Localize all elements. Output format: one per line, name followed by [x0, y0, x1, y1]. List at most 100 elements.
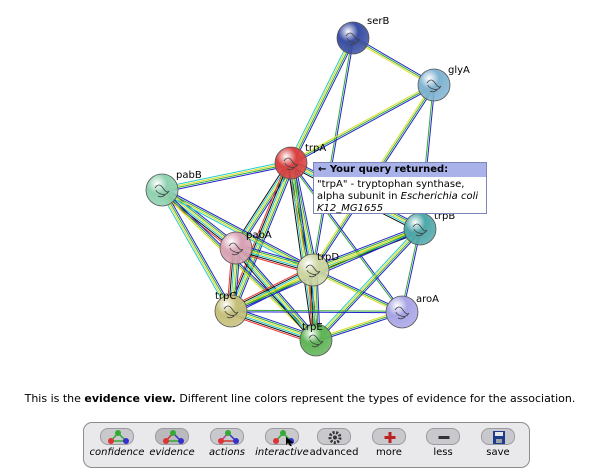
edge-pabA-trpE	[234, 248, 316, 342]
edge-trpD-trpB	[313, 230, 421, 272]
node-label-trpD: trpD	[317, 252, 339, 263]
edge-pabB-trpD	[162, 188, 314, 270]
node-label-glyA: glyA	[448, 65, 470, 76]
edge-trpA-trpC	[232, 163, 294, 313]
minus-icon	[426, 428, 460, 445]
node-sphere[interactable]	[219, 231, 253, 265]
node-label-trpB: trpB	[434, 211, 455, 222]
node-glyA[interactable]: glyA	[417, 65, 470, 102]
node-label-aroA: aroA	[416, 294, 439, 305]
gear-icon	[317, 428, 351, 445]
edge-trpD-aroA	[313, 268, 403, 312]
edge-aroA-trpC	[230, 311, 402, 314]
evidence-view-icon	[155, 428, 189, 445]
edge-trpB-trpE	[317, 230, 423, 342]
protein-structure-icon	[345, 32, 361, 46]
caption-bold: evidence view.	[84, 392, 176, 405]
protein-structure-icon	[305, 264, 321, 278]
node-sphere[interactable]	[296, 253, 330, 287]
actions-view-icon	[210, 428, 244, 445]
edge-trpA-trpC	[234, 164, 296, 313]
edge-pabB-trpC	[163, 188, 234, 311]
less-label: less	[433, 447, 453, 458]
actions-button[interactable]: actions	[202, 426, 252, 466]
network-graph[interactable]: serB glyA trpA pabB trpB pabA trpD trpC aroA trpE	[0, 0, 600, 380]
node-label-trpE: trpE	[302, 322, 323, 333]
edge-trpB-trpE	[316, 229, 421, 341]
actions-label: actions	[209, 447, 245, 458]
tooltip-organism: Escherichia coli	[400, 191, 479, 202]
edge-serB-trpD	[311, 37, 353, 270]
edge-trpA-trpD	[294, 162, 318, 270]
save-label: save	[486, 447, 510, 458]
query-tooltip: ← Your query returned: "trpA" - tryptoph…	[313, 162, 487, 214]
edge-pabB-trpE	[160, 190, 316, 342]
edge-trpD-trpB	[311, 225, 420, 268]
edge-serB-trpA	[288, 36, 352, 163]
save-icon	[481, 428, 515, 445]
node-sphere[interactable]	[336, 21, 370, 55]
edge-trpA-trpC	[228, 161, 290, 311]
view-caption: This is the evidence view. Different lin…	[0, 392, 600, 405]
edge-pabB-trpD	[162, 187, 315, 269]
confidence-view-icon	[100, 428, 134, 445]
edge-trpB-trpE	[315, 228, 420, 340]
edge-trpD-trpB	[313, 231, 422, 274]
protein-structure-icon	[283, 157, 299, 171]
node-aroA[interactable]: aroA	[385, 294, 439, 329]
save-button[interactable]: save	[474, 426, 522, 466]
node-trpD[interactable]: trpD	[296, 252, 339, 287]
node-label-trpA: trpA	[305, 143, 326, 154]
node-pabB[interactable]: pabB	[145, 170, 202, 207]
edge-aroA-trpC	[231, 309, 403, 312]
more-button[interactable]: more	[366, 426, 412, 466]
less-button[interactable]: less	[420, 426, 466, 466]
interactive-label: interactive	[255, 447, 309, 458]
protein-structure-icon	[426, 79, 442, 93]
edge-trpB-trpE	[313, 227, 419, 339]
node-sphere[interactable]	[385, 295, 419, 329]
node-label-trpC: trpC	[215, 291, 236, 302]
tooltip-line1: "trpA" - tryptophan synthase,	[317, 179, 465, 190]
edge-serB-trpA	[292, 38, 356, 165]
edge-trpA-pabA	[235, 162, 292, 249]
node-trpC[interactable]: trpC	[214, 291, 248, 328]
interactive-button[interactable]: interactive	[252, 426, 312, 466]
edge-pabB-trpC	[160, 190, 231, 312]
advanced-label: advanced	[309, 447, 359, 458]
edge-trpA-pabB	[162, 164, 292, 193]
edge-pabB-trpC	[159, 190, 230, 313]
view-toolbar: confidence evidence actions interactive …	[83, 422, 530, 468]
edge-trpA-trpC	[231, 163, 293, 312]
node-trpE[interactable]: trpE	[299, 322, 333, 357]
node-sphere[interactable]	[417, 68, 451, 102]
edge-glyA-trpA	[291, 85, 436, 165]
node-serB[interactable]: serB	[336, 16, 389, 55]
edge-pabA-trpE	[235, 247, 317, 341]
edge-trpA-trpC	[229, 162, 291, 311]
protein-structure-icon	[394, 306, 410, 320]
node-sphere[interactable]	[274, 146, 308, 180]
tooltip-body: "trpA" - tryptophan synthase, alpha subu…	[314, 177, 486, 217]
edge-trpA-aroA	[291, 162, 404, 312]
node-sphere[interactable]	[214, 294, 248, 328]
edge-trpA-trpE	[293, 162, 320, 340]
edge-trpA-aroA	[289, 163, 402, 313]
edge-serB-trpA	[289, 37, 353, 163]
node-pabA[interactable]: pabA	[219, 230, 272, 265]
advanced-button[interactable]: advanced	[308, 426, 360, 466]
node-trpA[interactable]: trpA	[274, 143, 326, 180]
node-label-pabB: pabB	[176, 170, 202, 181]
node-sphere[interactable]	[403, 212, 437, 246]
edge-pabA-trpE	[233, 249, 314, 343]
confidence-button[interactable]: confidence	[88, 426, 146, 466]
node-sphere[interactable]	[145, 173, 179, 207]
evidence-button[interactable]: evidence	[146, 426, 198, 466]
edge-trpA-pabA	[236, 163, 293, 250]
caption-suffix: Different line colors represent the type…	[175, 392, 576, 405]
caption-prefix: This is the	[24, 392, 85, 405]
node-sphere[interactable]	[299, 323, 333, 357]
protein-structure-icon	[223, 305, 239, 319]
edge-trpA-pabA	[238, 164, 295, 251]
node-label-serB: serB	[367, 16, 389, 27]
